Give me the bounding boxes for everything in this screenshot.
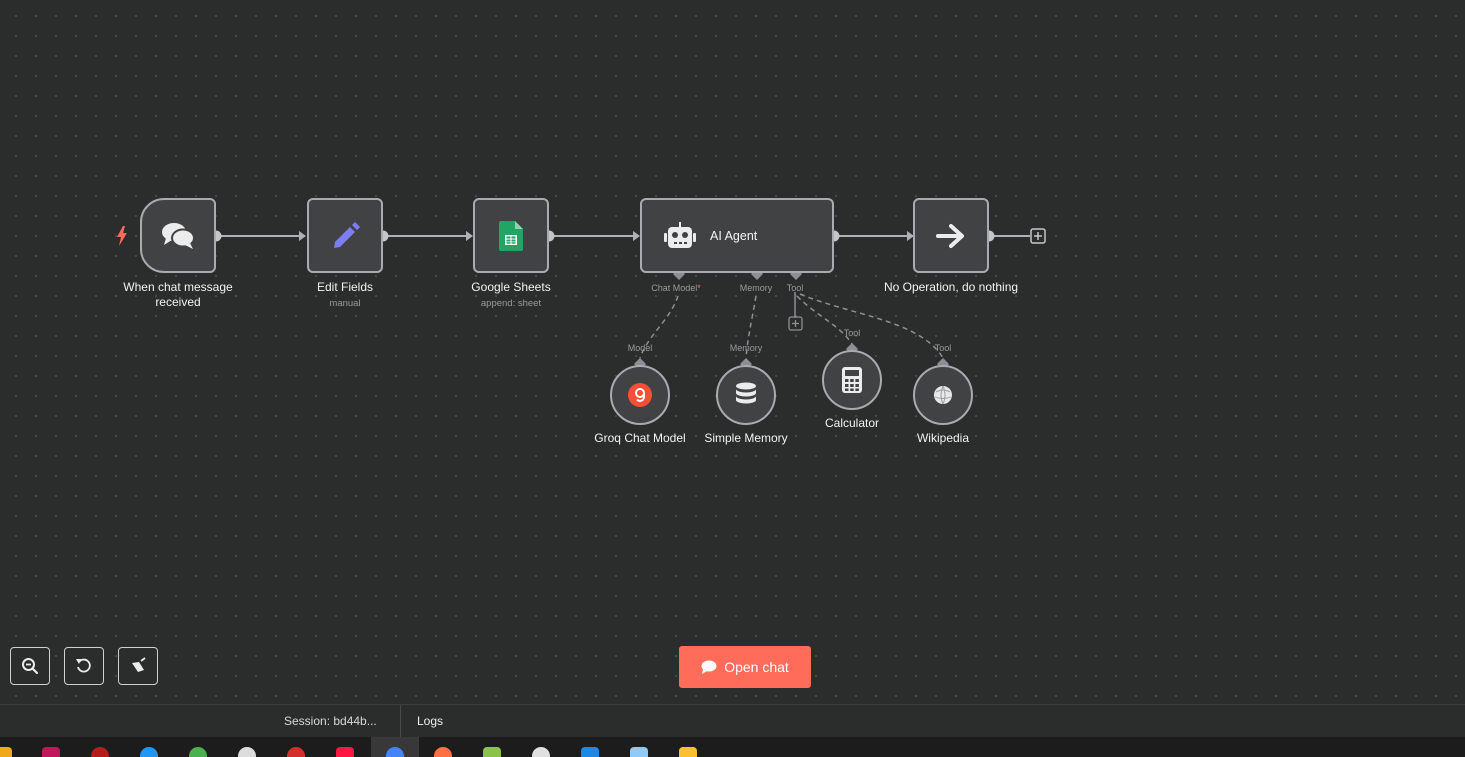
- add-node-after-noop[interactable]: [1030, 228, 1046, 244]
- broom-icon: [132, 657, 146, 672]
- node-google-sheets-subtitle: append: sheet: [480, 298, 542, 309]
- node-simple-memory[interactable]: [716, 365, 776, 425]
- node-ai-agent-title: AI Agent: [710, 228, 758, 243]
- node-google-sheets-label: Google Sheets: [471, 280, 551, 294]
- groq-icon: [628, 383, 652, 407]
- connection-tool-wikipedia: [799, 293, 944, 359]
- port-label-tool-calculator: Tool: [843, 328, 861, 338]
- vscode-icon[interactable]: [581, 747, 599, 757]
- node-chat-trigger[interactable]: [140, 198, 216, 273]
- calculator-icon: [842, 367, 862, 393]
- port-label-tool: Tool: [786, 283, 804, 293]
- undo-icon: [76, 658, 91, 673]
- open-chat-button[interactable]: Open chat: [679, 646, 811, 688]
- node-simple-memory-label: Simple Memory: [704, 431, 788, 445]
- port-label-memory: Memory: [739, 283, 773, 293]
- required-mark: *: [697, 283, 701, 293]
- node-edit-fields[interactable]: [307, 198, 383, 273]
- node-ai-agent[interactable]: AI Agent: [640, 198, 834, 273]
- taskbar-app-icon[interactable]: [0, 747, 12, 757]
- add-tool-button[interactable]: [788, 316, 803, 331]
- node-edit-fields-label: Edit Fields: [316, 280, 374, 294]
- node-calculator[interactable]: [822, 350, 882, 410]
- node-no-op[interactable]: [913, 198, 989, 273]
- taskbar-app-icon[interactable]: [140, 747, 158, 757]
- openai-icon[interactable]: [532, 747, 550, 757]
- workflow-canvas[interactable]: When chat message received Edit Fields m…: [0, 0, 1465, 704]
- connection-model: [639, 295, 679, 359]
- port-label-chat-model: Chat Model*: [651, 283, 701, 293]
- port-label-model: Model: [627, 343, 653, 353]
- port-label-memory-sub: Memory: [729, 343, 763, 353]
- session-id: Session: bd44b...: [284, 714, 377, 728]
- robot-icon: [664, 221, 696, 248]
- chrome-icon[interactable]: [386, 747, 404, 757]
- pencil-icon: [334, 221, 360, 248]
- zoom-out-button[interactable]: [10, 647, 50, 685]
- folder-icon[interactable]: [679, 747, 697, 757]
- node-groq-label: Groq Chat Model: [594, 431, 686, 445]
- os-taskbar: [0, 737, 1465, 757]
- port-label-tool-wikipedia: Tool: [934, 343, 952, 353]
- node-wikipedia[interactable]: [913, 365, 973, 425]
- database-icon: [736, 382, 756, 404]
- node-calculator-label: Calculator: [824, 416, 880, 430]
- wikipedia-globe-icon: [934, 385, 952, 405]
- trigger-bolt-icon: [117, 226, 127, 246]
- connection-tool-calculator: [796, 295, 853, 345]
- node-wikipedia-label: Wikipedia: [916, 431, 970, 445]
- tidy-up-button[interactable]: [118, 647, 158, 685]
- connection-memory: [745, 295, 757, 359]
- taskbar-app-icon[interactable]: [630, 747, 648, 757]
- zoom-out-icon: [22, 658, 39, 675]
- taskbar-app-icon[interactable]: [238, 747, 256, 757]
- chat-bubbles-icon: [162, 222, 195, 249]
- node-chat-trigger-label: When chat message received: [123, 280, 233, 309]
- chat-bubble-icon: [701, 660, 717, 674]
- taskbar-app-icon[interactable]: [189, 747, 207, 757]
- logs-tab[interactable]: Logs: [417, 714, 444, 728]
- arrow-right-icon: [936, 223, 964, 248]
- taskbar-app-icon[interactable]: [483, 747, 501, 757]
- taskbar-app-icon[interactable]: [42, 747, 60, 757]
- status-divider: [400, 705, 401, 738]
- google-sheets-icon: [499, 220, 523, 251]
- taskbar-app-icon[interactable]: [91, 747, 109, 757]
- node-groq-chat-model[interactable]: [610, 365, 670, 425]
- reset-zoom-button[interactable]: [64, 647, 104, 685]
- taskbar-app-icon[interactable]: [434, 747, 452, 757]
- open-chat-label: Open chat: [724, 659, 789, 675]
- node-google-sheets[interactable]: [473, 198, 549, 273]
- status-bar: Session: bd44b... Logs: [0, 704, 1465, 738]
- youtube-icon[interactable]: [336, 747, 354, 757]
- node-no-op-label: No Operation, do nothing: [883, 280, 1019, 294]
- taskbar-app-icon[interactable]: [287, 747, 305, 757]
- node-edit-fields-subtitle: manual: [329, 298, 361, 309]
